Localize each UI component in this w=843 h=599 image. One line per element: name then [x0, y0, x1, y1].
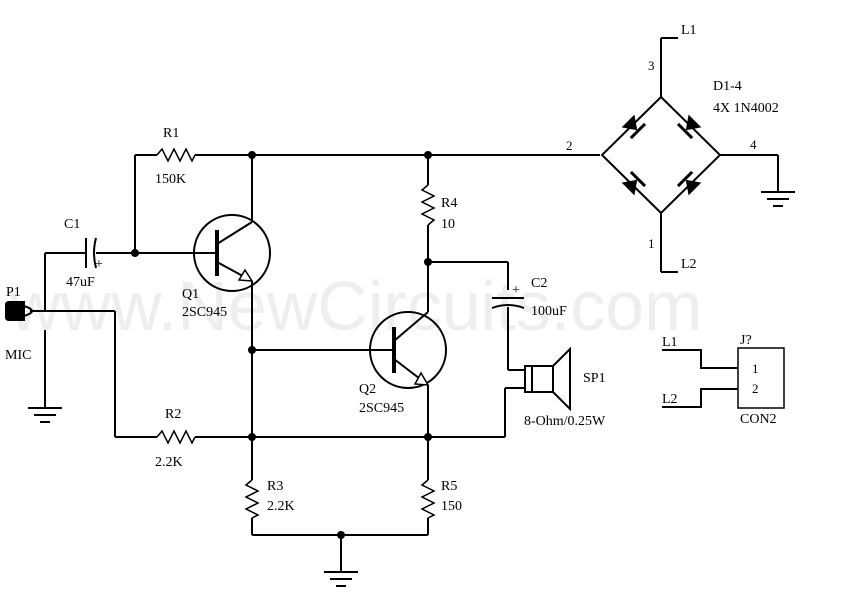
- resistor-r4-symbol: [420, 184, 436, 226]
- r4-value: 10: [441, 217, 455, 232]
- net-l1-connector: L1: [662, 335, 678, 350]
- q2-ref: Q2: [359, 382, 376, 397]
- bridge-pin-2: 2: [566, 138, 573, 153]
- speaker-sp1-symbol: [524, 346, 571, 412]
- q1-ref: Q1: [182, 287, 199, 302]
- r4-ref: R4: [441, 196, 457, 211]
- r5-value: 150: [441, 499, 462, 514]
- bridge-pin-1: 1: [648, 236, 655, 251]
- r2-ref: R2: [165, 407, 181, 422]
- bridge-pin-4: 4: [750, 137, 757, 152]
- transistor-q1-symbol: [193, 214, 271, 292]
- r5-ref: R5: [441, 479, 457, 494]
- sp1-ref: SP1: [583, 371, 606, 386]
- r2-value: 2.2K: [155, 455, 183, 470]
- ground-symbol-bridge: [761, 191, 795, 207]
- sp1-value: 8-Ohm/0.25W: [524, 414, 606, 429]
- connector-j-symbol: [662, 347, 785, 409]
- r1-value: 150K: [155, 172, 186, 187]
- capacitor-c2-symbol: [491, 297, 525, 309]
- bridge-rectifier-symbol: [600, 95, 722, 215]
- resistor-r1-symbol: [156, 147, 196, 163]
- c2-ref: C2: [531, 276, 547, 291]
- junction-dots: [131, 151, 432, 539]
- r1-ref: R1: [163, 126, 179, 141]
- net-l2-connector: L2: [662, 392, 678, 407]
- p1-value: MIC: [5, 348, 31, 363]
- resistor-r3-symbol: [244, 479, 260, 519]
- j-value: CON2: [740, 412, 777, 427]
- bridge-pin-3: 3: [648, 58, 655, 73]
- r3-value: 2.2K: [267, 499, 295, 514]
- c1-value: 47uF: [66, 275, 95, 290]
- c1-ref: C1: [64, 217, 80, 232]
- resistor-r5-symbol: [420, 479, 436, 519]
- transistor-q2-symbol: [369, 311, 447, 389]
- bridge-ref: D1-4: [713, 79, 742, 94]
- c1-polarity: +: [95, 257, 103, 272]
- bridge-value: 4X 1N4002: [713, 101, 779, 116]
- j-pin-2: 2: [752, 381, 759, 396]
- microphone-p1-symbol: [5, 301, 45, 321]
- net-l2-bridge: L2: [681, 257, 697, 272]
- net-l1-bridge: L1: [681, 23, 697, 38]
- j-ref: J?: [740, 333, 752, 348]
- p1-ref: P1: [6, 285, 21, 300]
- q1-value: 2SC945: [182, 305, 227, 320]
- c2-polarity: +: [512, 283, 520, 298]
- watermark: www.NewCircuits.com: [9, 267, 702, 345]
- r3-ref: R3: [267, 479, 283, 494]
- c2-value: 100uF: [531, 304, 567, 319]
- ground-symbol-main: [324, 571, 358, 587]
- capacitor-c1-symbol: [85, 237, 97, 269]
- ground-symbol-mic: [28, 407, 62, 423]
- q2-value: 2SC945: [359, 401, 404, 416]
- resistor-r2-symbol: [156, 429, 196, 445]
- j-pin-1: 1: [752, 361, 759, 376]
